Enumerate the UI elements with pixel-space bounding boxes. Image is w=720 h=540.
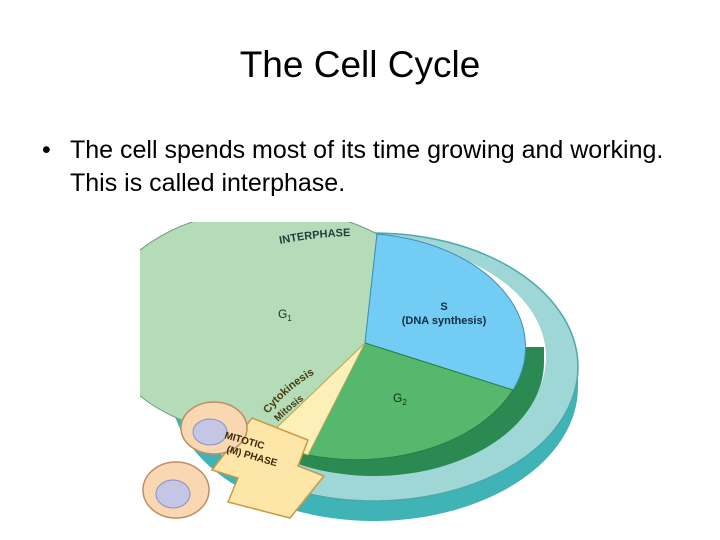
cell-cycle-diagram: INTERPHASE G1 S (DNA synthesis) G2 Cytok… [140,222,579,521]
slide-title: The Cell Cycle [239,44,481,85]
cell-lower [142,461,210,519]
bullet-marker: • [42,136,51,164]
bullet-item: • The cell spends most of its time growi… [42,134,682,200]
g2-sector [307,342,514,461]
s-sector [364,233,527,391]
g1-label: G1 [278,307,292,323]
dna-synthesis-label: (DNA synthesis) [402,315,487,327]
bullet-text: The cell spends most of its time growing… [70,136,664,197]
s-label: S [440,301,447,313]
cell-upper [180,401,248,455]
g1-sector [140,222,378,438]
g2-label: G2 [393,391,407,407]
